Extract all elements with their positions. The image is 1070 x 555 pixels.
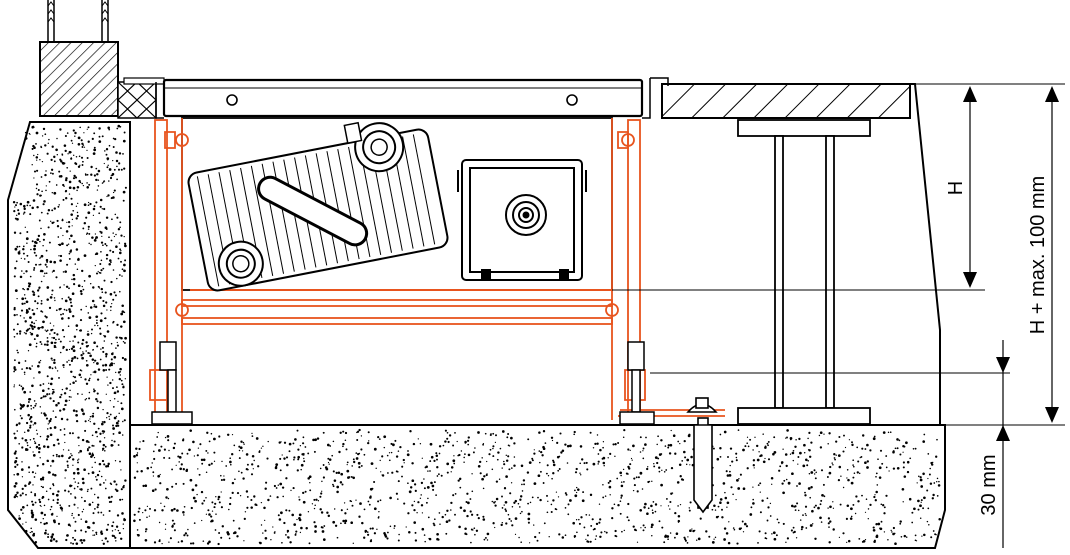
concrete-wall bbox=[7, 121, 131, 549]
edge-insulation-strip bbox=[117, 77, 165, 119]
dimension-h-label: H bbox=[945, 181, 967, 195]
dimension-screed-label: 30 mm bbox=[978, 454, 1000, 515]
wall-anchor-screw bbox=[686, 397, 718, 514]
dimension-reference-lines bbox=[612, 83, 1065, 426]
floor-pedestal bbox=[737, 119, 871, 425]
dimension-total-height: H + max. 100 mm bbox=[1027, 86, 1059, 423]
adjustment-frame bbox=[149, 118, 725, 421]
finned-heat-exchanger bbox=[187, 121, 449, 292]
raised-floor-outline bbox=[910, 83, 941, 425]
leveling-feet bbox=[151, 341, 655, 425]
linear-grille bbox=[155, 77, 669, 119]
dimension-h: H bbox=[945, 86, 977, 288]
tangential-fan-box bbox=[457, 159, 587, 281]
floor-covering bbox=[661, 83, 911, 119]
dimension-total-height-label: H + max. 100 mm bbox=[1027, 176, 1049, 334]
screed-slab bbox=[129, 424, 946, 549]
dimension-screed: 30 mm bbox=[978, 340, 1010, 548]
wall-top-column bbox=[39, 0, 119, 117]
